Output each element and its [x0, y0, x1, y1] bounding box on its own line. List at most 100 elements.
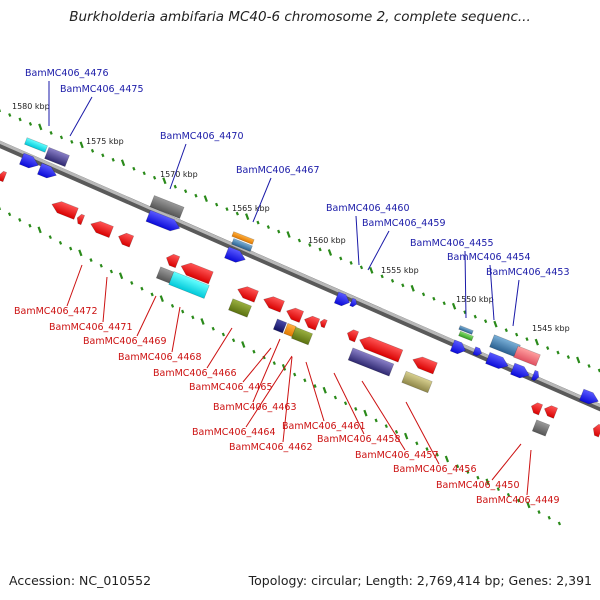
- reverse-gene-label: BamMC406_4472: [14, 306, 97, 317]
- reverse-gene-body: [180, 262, 214, 285]
- reverse-gene-body: [346, 329, 360, 343]
- forward-gene-body: [37, 162, 57, 179]
- inner-tick-mark: [394, 429, 399, 434]
- outer-tick-mark: [576, 356, 581, 364]
- reverse-gene-body: [286, 307, 305, 323]
- coordinate-tick-label: 1575 kbp: [86, 137, 124, 146]
- forward-gene-body: [149, 195, 185, 219]
- reverse-leader-line: [333, 372, 365, 435]
- inner-tick-mark: [69, 246, 73, 251]
- reverse-gene: [166, 253, 181, 269]
- reverse-gene-body: [272, 318, 288, 334]
- reverse-leader-line: [405, 401, 440, 465]
- reverse-leader-line: [526, 449, 532, 496]
- reverse-gene: [359, 336, 404, 363]
- map-title: Burkholderia ambifaria MC40-6 chromosome…: [69, 9, 531, 25]
- forward-gene: [449, 339, 466, 355]
- inner-tick-mark: [150, 292, 154, 297]
- inner-tick-mark: [333, 395, 338, 400]
- outer-tick-mark: [49, 131, 53, 135]
- inner-tick-mark: [78, 249, 83, 257]
- reverse-gene: [531, 419, 551, 437]
- outer-tick-mark: [401, 283, 405, 288]
- coordinate-tick-label: 1570 kbp: [160, 170, 198, 179]
- outer-tick-mark: [308, 243, 312, 247]
- forward-gene-body: [458, 330, 474, 342]
- inner-tick-mark: [343, 401, 348, 406]
- inner-tick-mark: [37, 226, 42, 234]
- forward-gene-label: BamMC406_4475: [60, 84, 143, 95]
- forward-gene: [224, 246, 246, 263]
- reverse-leader-line: [66, 264, 83, 307]
- outer-tick-mark: [28, 122, 33, 126]
- inner-tick-mark: [200, 318, 205, 325]
- inner-tick-mark: [89, 258, 93, 262]
- reverse-gene-label: BamMC406_4471: [49, 322, 132, 333]
- reverse-leader-line: [245, 355, 293, 428]
- forward-gene-label: BamMC406_4454: [447, 252, 530, 263]
- reverse-gene-body: [0, 170, 8, 183]
- outer-tick-mark: [173, 184, 177, 189]
- outer-tick-mark: [421, 292, 426, 297]
- outer-tick-mark: [111, 157, 115, 162]
- forward-gene: [333, 291, 350, 307]
- outer-tick-mark: [297, 238, 302, 243]
- forward-gene: [231, 231, 255, 245]
- outer-tick-mark: [556, 350, 560, 355]
- reverse-gene: [544, 405, 558, 419]
- reverse-gene-body: [347, 347, 395, 377]
- reverse-gene: [228, 298, 252, 318]
- forward-gene-body: [24, 137, 48, 153]
- outer-tick-mark: [225, 207, 229, 212]
- forward-leader-line: [464, 250, 467, 319]
- outer-tick-mark: [451, 302, 457, 310]
- reverse-gene-label: BamMC406_4462: [229, 442, 312, 453]
- inner-tick-mark: [415, 441, 419, 446]
- inner-tick-mark: [354, 407, 358, 411]
- inner-tick-mark: [466, 470, 470, 474]
- inner-tick-mark: [547, 515, 551, 520]
- inner-tick-mark: [48, 235, 52, 240]
- forward-leader-line: [367, 230, 390, 271]
- inner-tick-mark: [58, 240, 63, 245]
- reverse-gene: [51, 201, 79, 220]
- outer-tick-mark: [256, 220, 260, 225]
- forward-gene: [149, 195, 185, 219]
- forward-gene: [349, 297, 358, 308]
- outer-tick-mark: [442, 301, 446, 306]
- inner-tick-mark: [537, 510, 541, 514]
- inner-tick-mark: [118, 272, 124, 280]
- reverse-gene-body: [530, 402, 544, 416]
- outer-tick-mark: [194, 193, 198, 198]
- reverse-gene: [592, 423, 600, 438]
- inner-tick-mark: [384, 424, 388, 429]
- reverse-gene-body: [263, 296, 285, 313]
- reverse-gene-body: [412, 356, 438, 375]
- forward-gene-label: BamMC406_4455: [410, 238, 493, 249]
- inner-tick-mark: [281, 363, 287, 371]
- forward-gene-body: [510, 362, 530, 379]
- inner-tick-mark: [159, 295, 164, 303]
- outer-tick-mark: [245, 213, 250, 220]
- forward-gene-body: [19, 152, 39, 169]
- forward-gene-label: BamMC406_4460: [326, 203, 409, 214]
- inner-tick-mark: [485, 478, 490, 486]
- outer-tick-mark: [327, 249, 333, 256]
- reverse-gene-body: [592, 423, 600, 438]
- outer-tick-mark: [277, 229, 281, 234]
- forward-gene: [485, 351, 509, 369]
- reverse-gene: [272, 318, 288, 334]
- inner-tick-mark: [28, 223, 32, 228]
- inner-tick-mark: [18, 218, 22, 222]
- inner-tick-mark: [109, 269, 114, 274]
- outer-tick-mark: [463, 310, 467, 315]
- reverse-gene: [304, 315, 321, 331]
- forward-gene-body: [458, 325, 474, 335]
- inner-tick-mark: [231, 338, 236, 343]
- outer-tick-mark: [215, 202, 219, 207]
- coordinate-tick-label: 1545 kbp: [532, 324, 570, 333]
- outer-tick-mark: [203, 195, 208, 203]
- reverse-gene-label: BamMC406_4449: [476, 495, 559, 506]
- inner-tick-mark: [322, 386, 327, 394]
- accession-text: Accession: NC_010552: [9, 573, 152, 588]
